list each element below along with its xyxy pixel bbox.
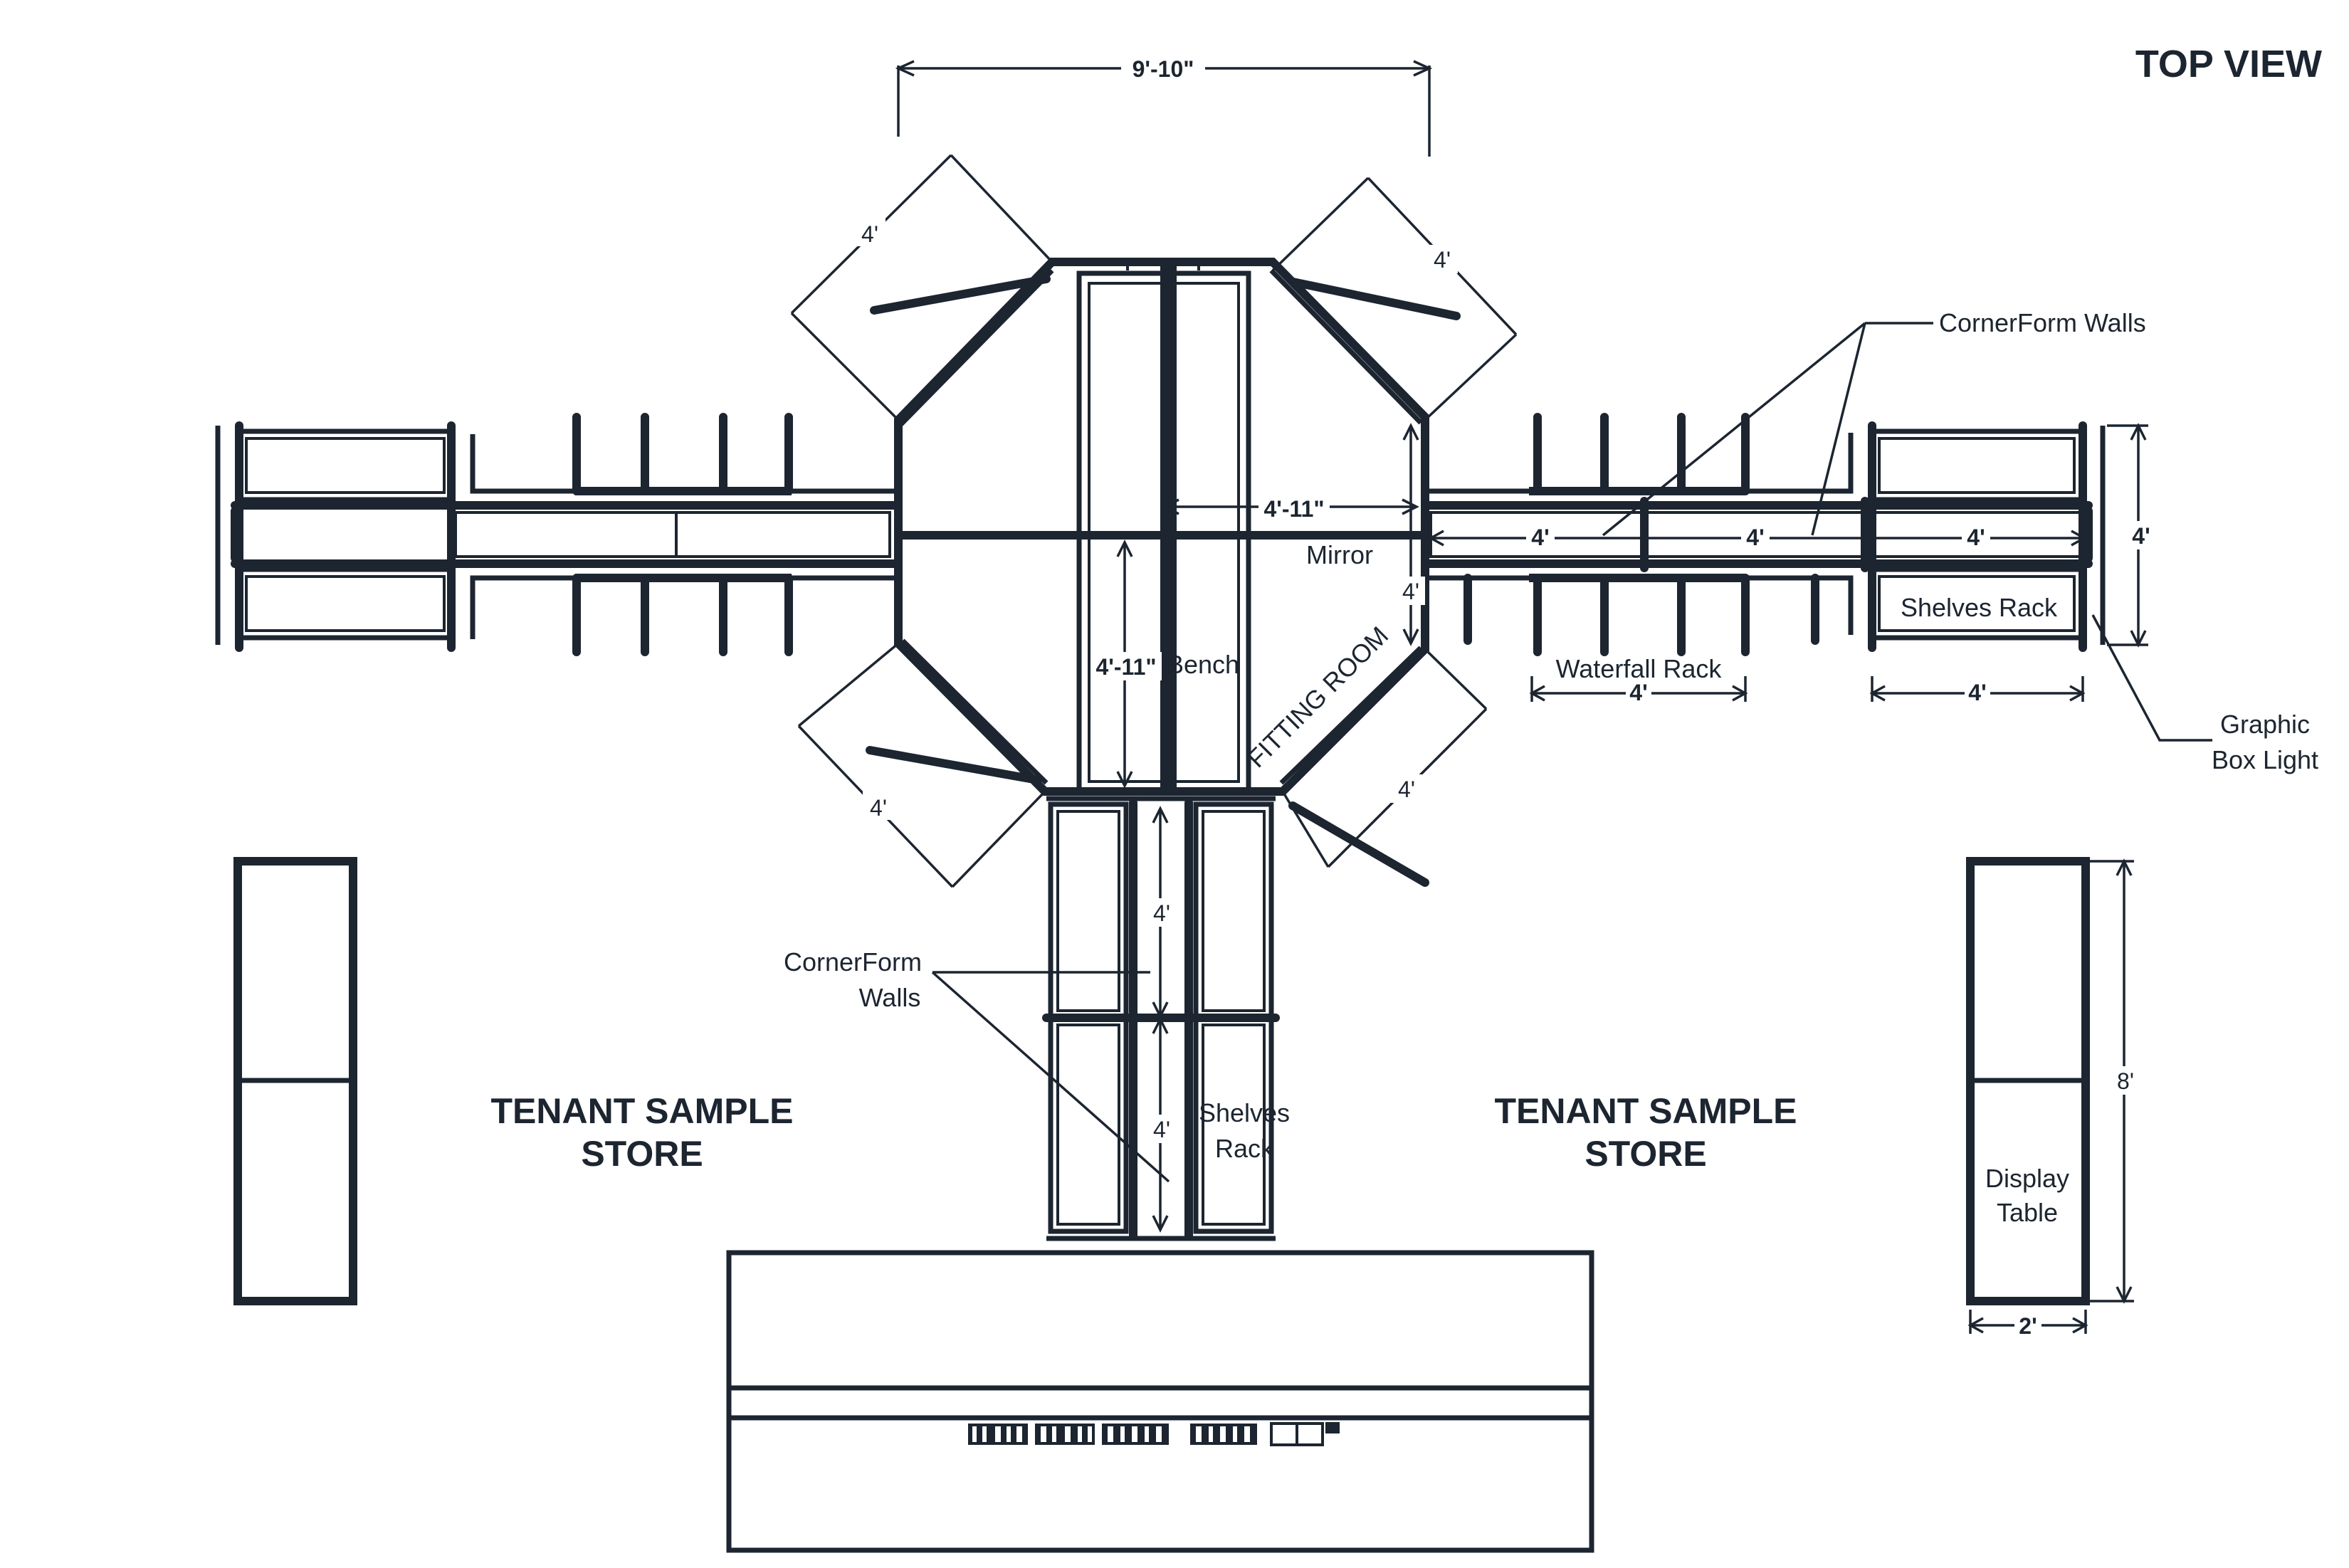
dimension-top-width: 9'-10" [895, 53, 1433, 157]
dimension-label: 4' [1153, 1117, 1170, 1142]
display-table-label: Display [1985, 1164, 2069, 1193]
dimension-diag-top-right: 4' [1271, 177, 1518, 421]
tenant-store-label-right: TENANT SAMPLE [1495, 1091, 1797, 1131]
dimension-right-segments: 4' 4' 4' [1428, 522, 2087, 551]
callout-label: Box Light [2212, 745, 2318, 774]
display-table-left [233, 857, 357, 1305]
dimension-label: 4' [1434, 247, 1451, 273]
dimension-room-width: 4'-11" [1162, 493, 1419, 522]
dimension-waterfall-width: 4' [1529, 676, 1748, 705]
callout-cornerform-walls-right: CornerForm Walls [1602, 308, 2146, 537]
callout-label: CornerForm [784, 947, 922, 977]
shelves-rack-center-label: Shelves [1199, 1098, 1290, 1127]
dimension-label: 4' [1629, 680, 1647, 705]
dimension-label: 4' [1967, 525, 1985, 550]
callout-label: Graphic [2220, 710, 2310, 739]
callout-cornerform-walls-center: CornerForm Walls [784, 947, 1170, 1183]
dimension-label: 4' [870, 795, 887, 821]
tenant-store-label-left: STORE [581, 1134, 703, 1174]
bench [1076, 270, 1251, 794]
callout-graphic-box-light: Graphic Box Light [2091, 614, 2318, 774]
fitting-room-octagon [894, 258, 1429, 796]
right-arm-display [1421, 413, 2106, 656]
dimension-room-depth: 4'-11" [1091, 540, 1162, 789]
left-arm-display [215, 413, 903, 656]
south-arm-display [1042, 796, 1280, 1241]
callout-label: Walls [859, 983, 921, 1012]
mirror-label: Mirror [1306, 540, 1373, 569]
dimension-label: 4' [1398, 777, 1415, 802]
dimension-display-length: 8' [2088, 858, 2138, 1304]
callout-label: CornerForm Walls [1939, 308, 2146, 337]
dimension-diag-bottom-left: 4' [797, 642, 1046, 888]
dimension-label: 9'-10" [1133, 56, 1194, 82]
storefront-counter [726, 1250, 1594, 1553]
dimension-label: 4'-11" [1263, 496, 1324, 522]
dimension-label: 4' [1153, 900, 1170, 926]
view-title: TOP VIEW [2135, 43, 2322, 85]
dimension-label: 4' [1531, 525, 1549, 550]
tenant-store-label-right: STORE [1585, 1134, 1706, 1174]
barcode-strip [968, 1422, 1340, 1446]
tenant-store-label-left: TENANT SAMPLE [491, 1091, 794, 1131]
dimension-label: 4' [861, 221, 878, 247]
display-table-label: Table [1997, 1198, 2058, 1227]
dimension-diag-bottom-right: 4' [1281, 648, 1488, 868]
dimension-south-arm: 4' 4' [1147, 806, 1174, 1233]
dimension-diag-top-left: 4' [790, 154, 1053, 421]
dimension-arm-right-height: 4' [1397, 423, 1425, 646]
dimension-shelves-width: 4' [1869, 676, 2086, 705]
bench-label: Bench [1167, 650, 1239, 679]
dimension-label: 4' [1968, 680, 1986, 705]
angled-panels [866, 275, 1461, 887]
dimension-display-width: 2' [1967, 1310, 2088, 1339]
dimension-label: 4' [1402, 579, 1419, 604]
dimension-right-end-height: 4' [2107, 423, 2154, 648]
dimension-label: 4'-11" [1095, 654, 1156, 680]
shelves-rack-center-label: Rack [1215, 1134, 1274, 1163]
dimension-label: 2' [2019, 1313, 2037, 1339]
display-table-right: Display Table [1966, 857, 2090, 1305]
shelves-rack-label: Shelves Rack [1901, 593, 2058, 622]
dimension-label: 8' [2117, 1068, 2134, 1094]
waterfall-rack-label: Waterfall Rack [1556, 654, 1723, 683]
dimension-label: 4' [1746, 525, 1764, 550]
dimension-label: 4' [2132, 523, 2150, 549]
